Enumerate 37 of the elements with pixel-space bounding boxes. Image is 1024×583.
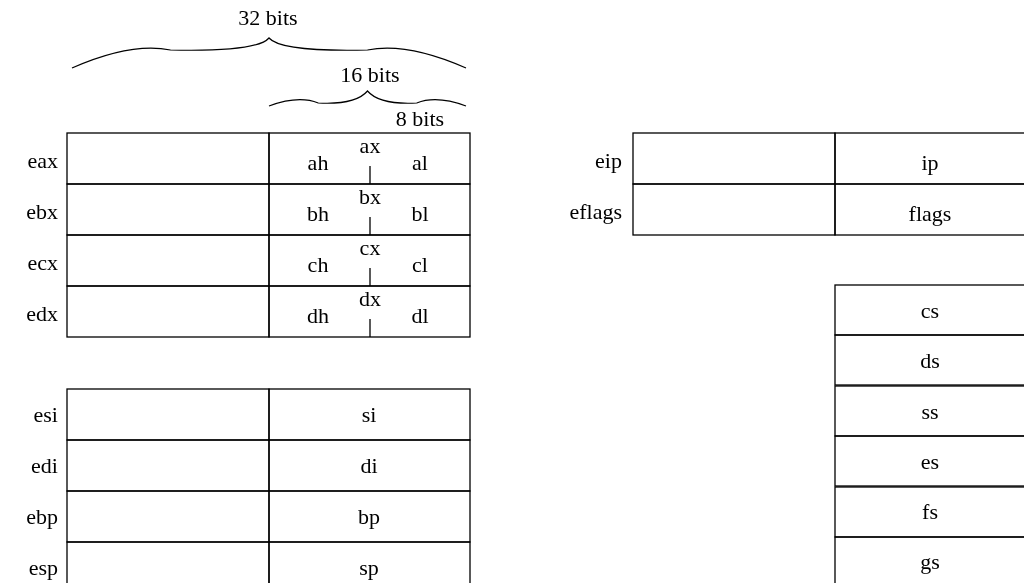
register-name: eax bbox=[27, 150, 58, 172]
register-name: ebx bbox=[26, 201, 58, 223]
register-name: ebp bbox=[26, 506, 58, 528]
register-name: eip bbox=[595, 150, 622, 172]
register-name: cs bbox=[920, 300, 940, 322]
bit-width-label: 32 bits bbox=[238, 7, 298, 29]
register-part: ip bbox=[921, 152, 939, 174]
register-part: dl bbox=[411, 305, 429, 327]
register-part: cl bbox=[412, 254, 428, 276]
register-part: bx bbox=[359, 186, 381, 208]
register-name: ss bbox=[921, 401, 939, 423]
register-name: ecx bbox=[27, 252, 58, 274]
register-name: esp bbox=[28, 557, 58, 579]
register-name: fs bbox=[922, 501, 938, 523]
register-name: esi bbox=[33, 404, 58, 426]
bit-width-label: 16 bits bbox=[340, 64, 400, 86]
bit-width-label: 8 bits bbox=[395, 108, 445, 130]
register-part: al bbox=[412, 152, 428, 174]
register-part: bp bbox=[358, 506, 380, 528]
register-name: eflags bbox=[569, 201, 622, 223]
register-part: ch bbox=[307, 254, 329, 276]
register-part: di bbox=[360, 455, 378, 477]
register-part: bl bbox=[411, 203, 429, 225]
register-part: si bbox=[361, 404, 377, 426]
register-part: bh bbox=[307, 203, 329, 225]
register-name: gs bbox=[920, 551, 940, 573]
register-part: dx bbox=[359, 288, 381, 310]
register-part: flags bbox=[908, 203, 952, 225]
register-part: ah bbox=[307, 152, 329, 174]
register-part: dh bbox=[307, 305, 329, 327]
register-name: ds bbox=[920, 350, 940, 372]
register-part: ax bbox=[359, 135, 381, 157]
register-name: es bbox=[920, 451, 940, 473]
register-part: cx bbox=[359, 237, 381, 259]
register-name: edi bbox=[31, 455, 58, 477]
register-part: sp bbox=[359, 557, 379, 579]
register-name: edx bbox=[26, 303, 58, 325]
